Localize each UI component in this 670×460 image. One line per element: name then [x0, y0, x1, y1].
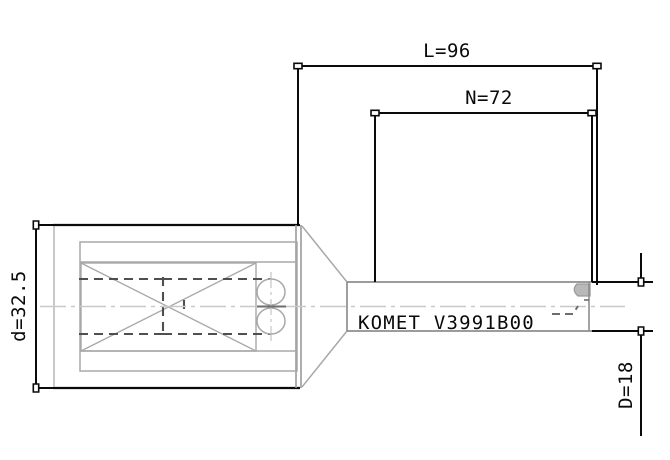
dimension-label-cutting-diameter: D=18 — [615, 361, 637, 409]
dimension-label-holder-diameter: d=32.5 — [8, 270, 30, 342]
dimension-shank-length: N=72 — [370, 87, 597, 282]
dimension-label-shank-length: N=72 — [465, 87, 513, 109]
dimension-holder-diameter: d=32.5 — [8, 220, 60, 393]
part-marking-label: KOMET V3991B00 — [358, 312, 535, 334]
dimension-label-overall-length: L=96 — [423, 40, 471, 62]
coolant-port-detail — [256, 272, 286, 341]
cutting-shank-body — [346, 281, 592, 332]
taper-transition-cone — [301, 225, 348, 388]
dimension-cutting-diameter: D=18 — [592, 253, 653, 436]
cutting-tip-insert — [552, 282, 591, 331]
dimension-overall-length: L=96 — [293, 40, 602, 285]
